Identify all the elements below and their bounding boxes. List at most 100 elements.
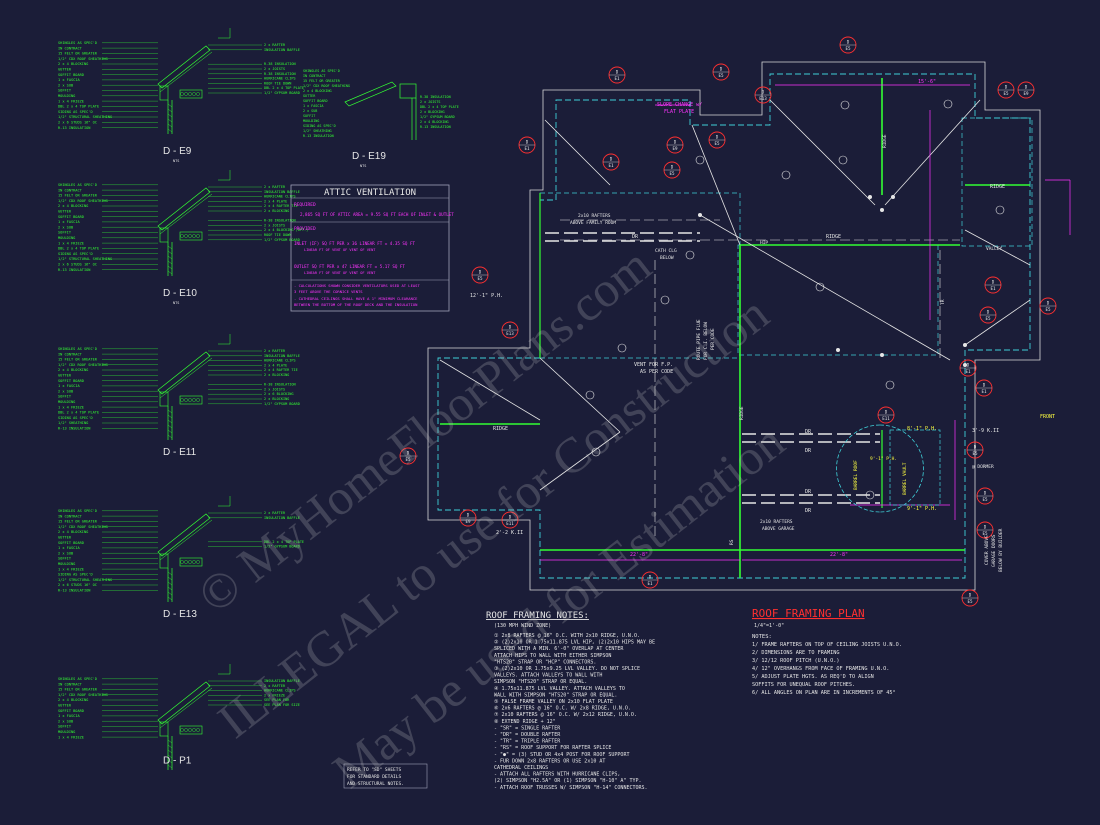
marker-code: D [1047,301,1050,306]
route-pipe-label: ROUTE PIPE FLUE [696,319,702,360]
detail-left-note: 2 x 6 STUDS 16" OC [58,263,97,267]
note-line: ③ (2)2x10 OR 1.75x9.25 LVL VALLEY. DO NO… [494,666,640,672]
detail-left-note: IN CONTRACT [58,352,83,356]
note-line: - ATTACH ALL RAFTERS WITH HURRICANE CLIP… [494,772,620,778]
detail-right-note: INSULATION BAFFLE [264,354,300,358]
detail-e19-note: GUTTER [303,94,316,98]
cath-clg-label: CATH CLG [655,248,677,254]
note-line: (2) SIMPSON "H2.5A" OR (1) SIMPSON "H-10… [494,778,642,784]
detail-left-note: 1 x FASCIA [58,78,80,82]
note-line: SIMPSON "HTS20" STRAP OR EQUAL. [494,679,587,685]
for-ci-label: FOR C.I. BELOW [703,322,709,360]
detail-e19-label: D - E19 [352,151,386,162]
detail-left-note: 2 x 4 BLOCKING [58,62,88,66]
detail-right-note: 2 x BLOCKING [264,373,289,377]
marker-ref: E5 [985,316,991,321]
marker-ref: E5 [845,46,851,51]
barrel-vault-label: BARREL VAULT [902,462,908,495]
attic-ventilation-table: ATTIC VENTILATION REQUIRED 2,865 SQ FT O… [290,184,454,312]
detail-right-note: 2 x JOISTS [264,223,285,227]
detail-left-note: 2 x SUB [58,225,73,229]
marker-code: D [616,70,619,75]
detail-left-note: 1/2" CDX ROOF SHEATHING [58,199,108,203]
marker-ref: E9 [1023,91,1029,96]
detail-sub: NTS [173,301,179,305]
detail-callout-marker: DE1 [984,276,1002,294]
detail-e19-note: 2 x 4 BLOCKING [303,89,332,93]
notes-title: ROOF FRAMING NOTES: [486,611,589,621]
detail-left-note: R-13 INSULATION [58,427,90,431]
detail-left-note: GUTTER [58,374,72,378]
detail-label: D - P1 [163,756,192,767]
detail-callout-marker: DE5 [712,63,730,81]
detail-right-note: 2 x RAFTER [264,684,286,688]
note-line: ⑧ EXTEND RIDGE + 12" [494,719,556,725]
marker-ref: E1 [981,389,987,394]
detail-left-note: SOFFIT BOARD [58,709,84,713]
detail-right-note: 2 x JOISTS [264,67,285,71]
detail-left-note: 1/2" CDX ROOF SHEATHING [58,57,108,61]
main-ridge-label: RIDGE [826,234,841,240]
detail-left-note: 2 x SUB [58,389,73,393]
marker-code: D [526,140,529,145]
detail-right-note: 2 x BLOCKING [264,209,289,213]
note-line: WALL WITH SIMPSON "HTS20" STRAP OR EQUAL… [494,692,617,698]
note-line: - "DR" = DOUBLE RAFTER [494,732,561,738]
detail-right-note: 1/2" GYPSUM BOARD [264,91,300,95]
attic-note-3: - CATHEDRAL CEILINGS SHALL HAVE A 1" MIN… [294,296,418,301]
front-label: FRONT [1040,414,1055,420]
marker-code: D [974,445,977,450]
detail-right-note: SEE PLAN FOR SIZE [264,703,300,707]
detail-callout-marker: DE1 [518,136,536,154]
detail-e19-right: DBL 2 x 4 TOP PLATE [420,105,459,109]
detail-left-note: 2 x SUB [58,551,73,555]
marker-ref: E5 [477,276,483,281]
detail-right-note: R-38 INSULATION [264,383,296,387]
tr-label: TR [940,299,946,305]
detail-e19-note: SIDING AS SPEC'D [303,124,336,128]
detail-left-note: SHINGLES AS SPEC'D [58,509,97,513]
detail-left-note: SOFFIT [58,89,72,93]
by-builder-label: BELOW BY BUILDER [998,528,1004,572]
flat-plate-label: FLAT PLATE [664,109,694,115]
detail-left-note: IN CONTRACT [58,682,83,686]
detail-right-note: 2 x 4 PLATE [264,199,287,203]
detail-callout-marker: DE1 [641,571,659,589]
marker-code: D [992,280,995,285]
cover-above-label: COVER ABOVE [984,535,990,565]
rs-label: RS [729,539,735,545]
plan-note-line: 3/ 12/12 ROOF PITCH (U.N.O.) [752,658,839,664]
detail-left-note: SIDING AS SPEC'D [58,416,93,420]
detail-left-note: SOFFIT [58,557,72,561]
plan-scale: 1/4"=1'-0" [754,623,784,629]
detail-e19-note: SOFFIT BOARD [303,99,328,103]
dr-label-2: DR [805,448,812,454]
marker-code: D [671,165,674,170]
detail-left-note: 1 x FASCIA [58,546,80,550]
detail-right-note: HURRICANE CLIPS [264,195,296,199]
barrel-roof-label: BARREL ROOF [853,460,859,490]
detail-left-note: SOFFIT [58,231,72,235]
plan-note-line: 1/ FRAME RAFTERS ON TOP OF CEILING JOIST… [752,642,902,648]
attic-required-row: 2,865 SQ FT OF ATTIC AREA = 9.55 SQ FT E… [300,212,454,217]
plan-note-line: 2/ DIMENSIONS ARE TO FRAMING [752,650,839,656]
detail-callout-marker: DE5 [708,131,726,149]
note-line: VALLEYS. ATTACH VALLEYS TO WALL WITH [494,673,602,679]
detail-right-note: 2 x 4 PLATE [264,363,287,367]
detail-callout-markers: DE1DE5DE1DE5DE13DE5DE9DE9DE5DE1DE5DE5DE1… [399,36,1057,607]
detail-left-note: SOFFIT BOARD [58,379,84,383]
detail-left-note: SOFFIT BOARD [58,73,84,77]
vent-code-label: AS PER CODE [640,369,673,375]
detail-right-note: 2 x JOISTS [264,387,285,391]
marker-code: D [674,140,677,145]
dr-label-1: DR [805,429,812,435]
detail-right-note: 2 x 4 RAFTER TIE [264,204,298,208]
detail-right-note: HURRICANE CLIPS [264,359,296,363]
detail-left-note: 1 x FASCIA [58,714,80,718]
detail-callout-marker: DE5 [839,36,857,54]
marker-ref: E9 [465,519,471,524]
notes-subtitle: (130 MPH WIND ZONE) [494,623,551,629]
